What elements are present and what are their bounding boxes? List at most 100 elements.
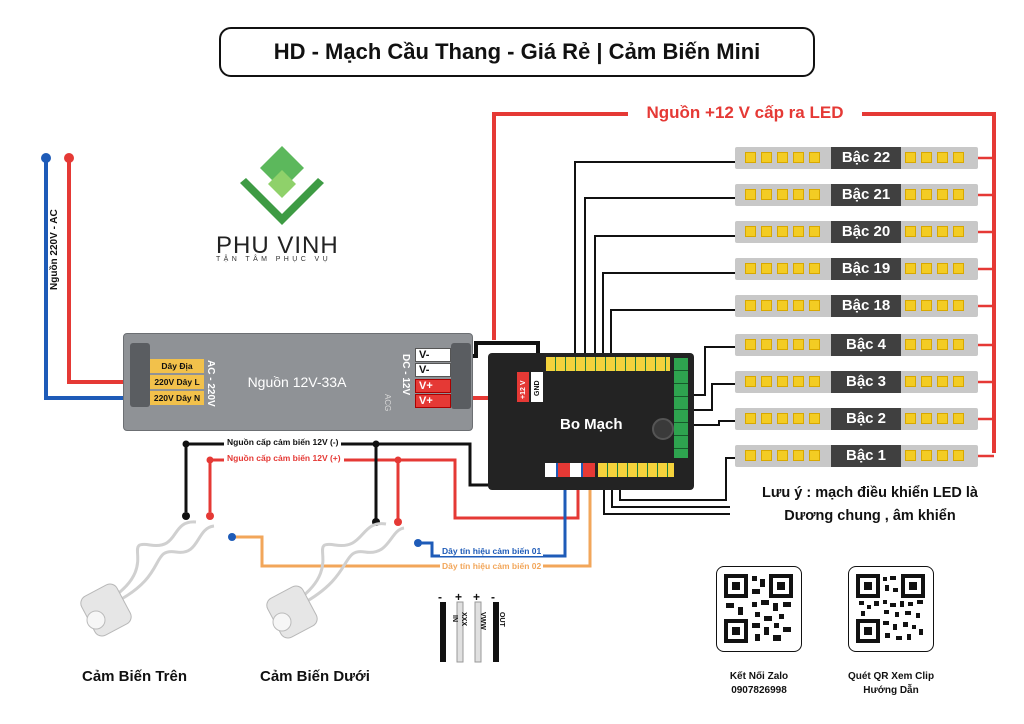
qr-clip-line1: Quét QR Xem Clip	[847, 671, 935, 682]
step-label: Bậc 21	[831, 184, 901, 206]
led-chip-icon	[905, 152, 916, 163]
step-label: Bậc 18	[831, 295, 901, 317]
led-chip-icon	[745, 152, 756, 163]
led-chip-icon	[777, 413, 788, 424]
logo-slogan: TẬN TÂM PHỤC VỤ	[216, 256, 332, 263]
board-vplus-label: +12 V	[520, 380, 527, 400]
psu-ac-terminal-1: 220V Dây L	[150, 375, 204, 389]
board-buzzer	[652, 418, 674, 440]
led-chip-icon	[905, 376, 916, 387]
pin-sign-1: +	[455, 590, 463, 604]
qr-code-zalo[interactable]	[716, 566, 802, 652]
psu-dc-terminal-2: V+	[415, 379, 451, 393]
led-strip-1: Bậc 21	[735, 184, 978, 206]
led-chip-icon	[809, 189, 820, 200]
led-chip-icon	[809, 413, 820, 424]
pin-name-1: XXX	[460, 612, 467, 627]
qr-code-clip[interactable]	[848, 566, 934, 652]
step-label: Bậc 1	[831, 445, 901, 467]
led-chip-icon	[905, 450, 916, 461]
led-power-label: Nguồn +12 V cấp ra LED	[628, 103, 862, 123]
pin-name-0: IN	[451, 615, 458, 622]
led-strip-0: Bậc 22	[735, 147, 978, 169]
step-wires-bottom	[603, 346, 735, 515]
led-chip-icon	[921, 152, 932, 163]
pinout-strips	[440, 601, 499, 663]
qr-pattern-icon	[856, 574, 925, 643]
led-chip-icon	[921, 300, 932, 311]
led-chip-icon	[809, 376, 820, 387]
led-chip-icon	[793, 152, 804, 163]
step-label: Bậc 3	[831, 371, 901, 393]
led-chip-icon	[905, 413, 916, 424]
led-strip-8: Bậc 1	[735, 445, 978, 467]
psu-ac-terminal-block	[130, 343, 150, 407]
mains-blue-wire	[44, 160, 128, 400]
led-chip-icon	[953, 339, 964, 350]
led-chip-icon	[777, 450, 788, 461]
led-chip-icon	[793, 339, 804, 350]
led-chip-icon	[793, 300, 804, 311]
led-chip-icon	[809, 226, 820, 237]
led-chip-icon	[937, 189, 948, 200]
led-chip-icon	[953, 413, 964, 424]
led-chip-icon	[793, 376, 804, 387]
led-chip-icon	[745, 226, 756, 237]
qr-pattern-icon	[724, 574, 793, 643]
led-chip-icon	[793, 413, 804, 424]
led-chip-icon	[809, 450, 820, 461]
led-chip-icon	[905, 339, 916, 350]
led-strip-4: Bậc 18	[735, 295, 978, 317]
led-chip-icon	[777, 300, 788, 311]
led-chip-icon	[921, 450, 932, 461]
led-chip-icon	[953, 189, 964, 200]
logo-mark-icon	[240, 146, 324, 225]
led-chip-icon	[953, 263, 964, 274]
board-top-terminals	[546, 357, 670, 371]
led-strip-7: Bậc 2	[735, 408, 978, 430]
led-chip-icon	[793, 189, 804, 200]
led-strip-2: Bậc 20	[735, 221, 978, 243]
sensor-positive-label: Nguồn cấp cảm biến 12V (+)	[224, 453, 344, 463]
qr-zalo-line1: Kết Nối Zalo	[729, 671, 789, 682]
note-text: Lưu ý : mạch điều khiển LED là Dương chu…	[762, 485, 978, 524]
led-chip-icon	[761, 300, 772, 311]
pin-name-3: OUT	[498, 612, 505, 627]
psu-ac-terminal-0: Dây Địa	[150, 359, 204, 373]
led-chip-icon	[937, 226, 948, 237]
psu-dc-terminal-1: V-	[415, 363, 451, 377]
mains-blue-terminal	[41, 153, 51, 163]
led-chip-icon	[793, 263, 804, 274]
step-label: Bậc 20	[831, 221, 901, 243]
sensor-bottom-cable	[297, 522, 405, 606]
led-chip-icon	[937, 263, 948, 274]
pin-sign-2: +	[473, 590, 481, 604]
led-strip-3: Bậc 19	[735, 258, 978, 280]
signal2-label: Dây tín hiệu cảm biến 02	[440, 561, 544, 571]
led-chip-icon	[745, 339, 756, 350]
led-chip-icon	[905, 300, 916, 311]
led-strip-6: Bậc 3	[735, 371, 978, 393]
led-chip-icon	[761, 339, 772, 350]
signal1-label: Dây tín hiệu cảm biến 01	[440, 546, 544, 556]
psu-dc-terminal-block	[451, 343, 471, 409]
led-chip-icon	[745, 263, 756, 274]
qr-clip-caption: Quét QR Xem Clip Hướng Dẫn	[838, 670, 944, 698]
led-chip-icon	[921, 189, 932, 200]
led-chip-icon	[809, 263, 820, 274]
led-chip-icon	[953, 376, 964, 387]
led-chip-icon	[953, 226, 964, 237]
psu-dc-terminal-0: V-	[415, 348, 451, 362]
sensor-bottom-caption: Cảm Biến Dưới	[260, 668, 370, 685]
led-chip-icon	[921, 226, 932, 237]
led-chip-icon	[937, 339, 948, 350]
led-chip-icon	[777, 152, 788, 163]
led-chip-icon	[809, 300, 820, 311]
led-chip-icon	[905, 263, 916, 274]
led-chip-icon	[921, 376, 932, 387]
psu-brand: ACG	[383, 394, 392, 412]
led-chip-icon	[761, 376, 772, 387]
logo-brand: PHU VINH	[216, 232, 339, 259]
led-chip-icon	[793, 450, 804, 461]
